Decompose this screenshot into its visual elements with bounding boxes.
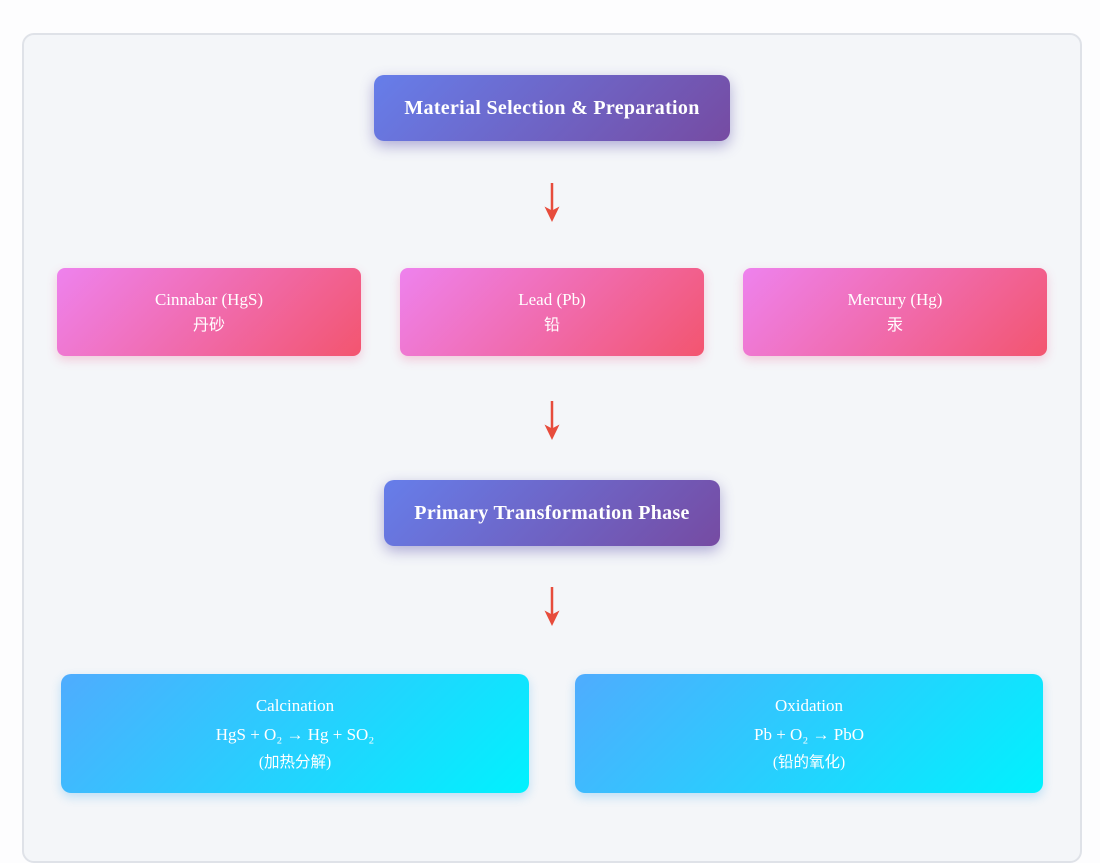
material-name: Cinnabar (HgS) xyxy=(154,289,264,309)
process-name: Calcination xyxy=(255,695,335,715)
process-formula: HgS + O₂ → Hg + SO₂ xyxy=(215,725,375,745)
stage-box-material-selection: Material Selection & Preparation xyxy=(374,75,730,141)
material-box-cinnabar: Cinnabar (HgS) 丹砂 xyxy=(57,268,361,356)
material-chinese-name: 铅 xyxy=(543,316,560,334)
material-chinese-name: 汞 xyxy=(886,316,903,334)
process-note: (加热分解) xyxy=(258,754,332,772)
material-chinese-name: 丹砂 xyxy=(192,316,225,334)
down-arrow-icon xyxy=(541,585,563,627)
material-name: Lead (Pb) xyxy=(518,289,586,309)
process-box-calcination: Calcination HgS + O₂ → Hg + SO₂ (加热分解) xyxy=(61,674,529,793)
processes-row: Calcination HgS + O₂ → Hg + SO₂ (加热分解) O… xyxy=(57,674,1047,793)
material-box-mercury: Mercury (Hg) 汞 xyxy=(743,268,1047,356)
process-name: Oxidation xyxy=(775,695,843,715)
process-formula: Pb + O₂ → PbO xyxy=(754,725,864,745)
process-note: (铅的氧化) xyxy=(772,754,846,772)
down-arrow-icon xyxy=(541,181,563,223)
stage-box-primary-transformation: Primary Transformation Phase xyxy=(384,480,720,546)
material-box-lead: Lead (Pb) 铅 xyxy=(400,268,704,356)
materials-row: Cinnabar (HgS) 丹砂 Lead (Pb) 铅 Mercury (H… xyxy=(57,268,1047,356)
flowchart-canvas: Material Selection & Preparation Cinnaba… xyxy=(22,33,1082,863)
material-name: Mercury (Hg) xyxy=(847,289,943,309)
process-box-oxidation: Oxidation Pb + O₂ → PbO (铅的氧化) xyxy=(575,674,1043,793)
down-arrow-icon xyxy=(541,399,563,441)
